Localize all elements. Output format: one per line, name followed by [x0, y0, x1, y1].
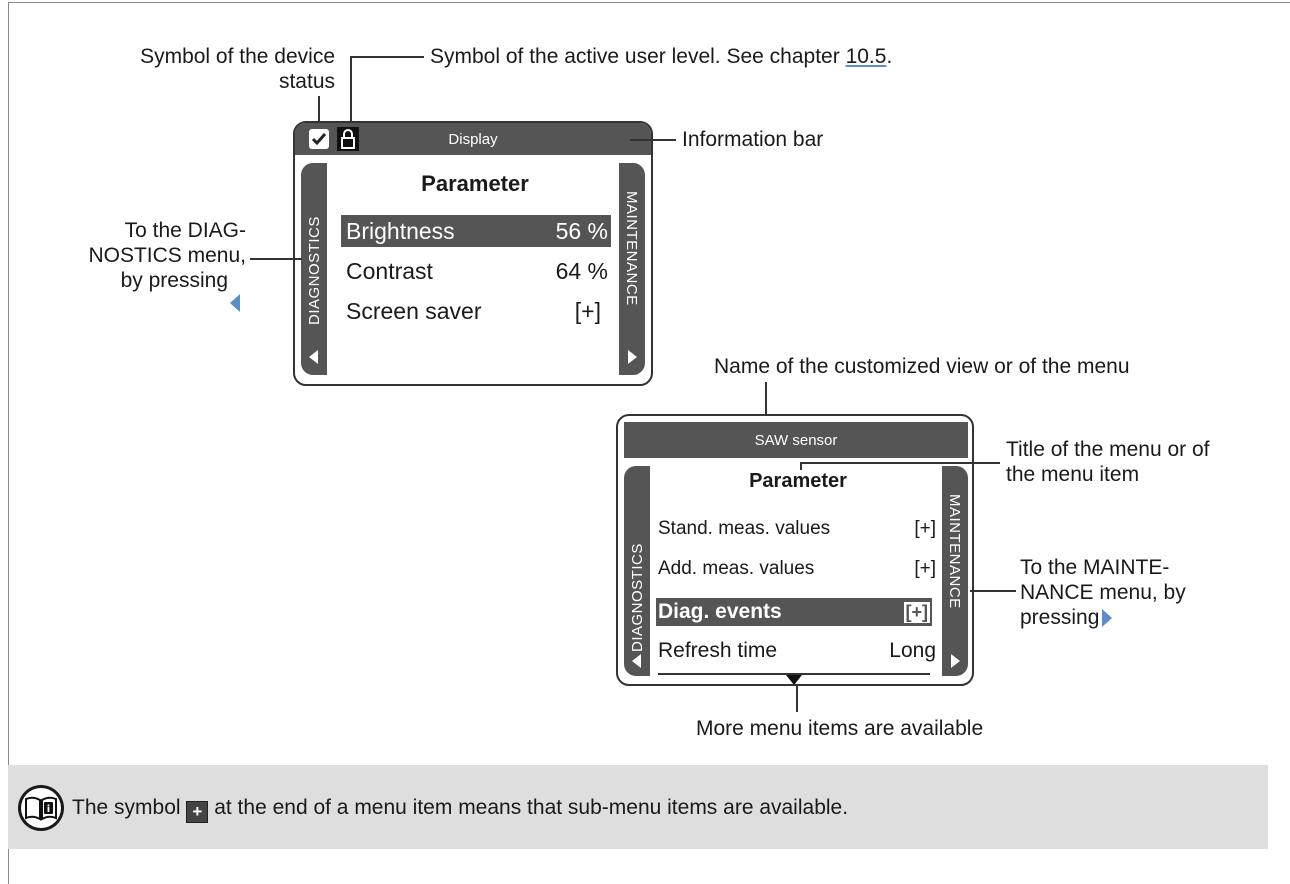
menu-item-label: Add. meas. values [658, 558, 815, 579]
left-arrow-icon [309, 350, 318, 364]
menu-item-refresh-time[interactable]: Refresh time Long [656, 636, 938, 666]
annotation-user-level-suffix: . [886, 45, 893, 68]
annotation-diagnostics-line2-wrap: NOSTICS menu, [40, 243, 246, 268]
annotation-device-status: Symbol of the device status [50, 44, 335, 94]
menu-item-contrast[interactable]: Contrast 64 % [341, 255, 611, 287]
scroll-divider [658, 673, 930, 675]
menu-item-label: Screen saver [346, 297, 482, 324]
annotation-maintenance-line1: To the MAINTE- [1020, 556, 1170, 579]
information-bar-2: SAW sensor [624, 422, 968, 458]
left-accent-arrow-icon [230, 294, 240, 312]
annotation-information-bar: Information bar [682, 128, 824, 151]
maintenance-tab-2[interactable]: MAINTENANCE [942, 466, 968, 676]
menu-item-value: [+] [903, 601, 930, 623]
device-status-icon [309, 129, 329, 149]
annotation-diagnostics-line2: NOSTICS menu, [88, 244, 246, 267]
information-bar-2-title: SAW sensor [754, 431, 838, 449]
annotation-user-level-text: Symbol of the active user level. See cha… [430, 45, 846, 68]
leader-user-level-v [350, 56, 352, 122]
annotation-title-menu: Title of the menu or of the menu item [1006, 437, 1210, 487]
maintenance-tab[interactable]: MAINTENANCE [619, 163, 645, 375]
menu-item-value: [+] [574, 297, 601, 324]
annotation-maintenance-line3: pressing [1020, 606, 1100, 629]
leader-device-status [318, 96, 320, 122]
annotation-user-level: Symbol of the active user level. See cha… [430, 44, 892, 69]
annotation-diagnostics-line3-wrap: by pressing [40, 268, 246, 293]
menu-item-brightness[interactable]: Brightness 56 % [341, 215, 611, 247]
menu-title-2: Parameter [749, 470, 847, 492]
plus-box-icon: + [186, 801, 209, 823]
user-level-icon [337, 127, 359, 151]
page-frame [8, 2, 1290, 884]
menu-item-screen-saver[interactable]: Screen saver [+] [341, 295, 611, 327]
svg-text:i: i [47, 804, 50, 815]
annotation-title-menu-line2: the menu item [1006, 463, 1140, 486]
leader-information-bar [630, 139, 676, 141]
leader-title-menu-v [800, 462, 802, 470]
maintenance-tab-2-label: MAINTENANCE [946, 494, 963, 609]
diagnostics-tab-label: DIAGNOSTICS [306, 216, 323, 325]
leader-maintenance [970, 590, 1016, 592]
leader-user-level-h [350, 56, 424, 58]
annotation-maintenance: To the MAINTE- NANCE menu, by pressing [1020, 555, 1186, 630]
menu-item-add-meas-values[interactable]: Add. meas. values [+] [656, 554, 938, 584]
info-note [8, 765, 1268, 849]
menu-item-value: 56 % [555, 217, 608, 244]
annotation-diagnostics-line3: by pressing [120, 269, 228, 292]
note-text-before: The symbol [72, 796, 187, 819]
annotation-device-status-line1: Symbol of the device [140, 45, 335, 68]
menu-item-value: 64 % [555, 257, 608, 284]
menu-item-label: Stand. meas. values [658, 518, 831, 539]
annotation-device-status-line2: status [278, 70, 335, 93]
menu-item-label: Refresh time [658, 639, 778, 662]
annotation-maintenance-line2: NANCE menu, by [1020, 581, 1186, 604]
annotation-name-of-view: Name of the customized view or of the me… [714, 355, 1130, 378]
diagnostics-tab[interactable]: DIAGNOSTICS [301, 163, 327, 375]
annotation-diagnostics: To the DIAG- NOSTICS menu, by pressing [40, 218, 246, 293]
information-bar-title: Display [448, 130, 498, 148]
note-text: The symbol + at the end of a menu item m… [72, 795, 848, 823]
note-text-after: at the end of a menu item means that sub… [208, 796, 849, 819]
right-arrow-icon [628, 350, 637, 364]
menu-item-label: Diag. events [658, 600, 782, 623]
menu-item-value: [+] [914, 518, 936, 539]
menu-item-label: Contrast [346, 257, 433, 284]
diagnostics-tab-2[interactable]: DIAGNOSTICS [624, 466, 650, 676]
menu-item-label: Brightness [346, 217, 455, 244]
plus-box-symbol: + [192, 802, 203, 821]
menu-item-diag-events[interactable]: Diag. events [+] [656, 598, 932, 626]
leader-title-menu-h [800, 462, 1000, 464]
leader-diagnostics [250, 258, 302, 260]
right-accent-arrow-icon [1102, 609, 1112, 627]
more-items-arrow-icon [786, 675, 802, 685]
annotation-maintenance-line3-wrap: pressing [1020, 605, 1186, 630]
chapter-link[interactable]: 10.5 [845, 45, 887, 68]
annotation-more-items: More menu items are available [696, 717, 984, 740]
display-screen-2: SAW sensor DIAGNOSTICS MAINTENANCE Param… [616, 414, 974, 686]
menu-title: Parameter [421, 171, 529, 196]
menu-item-stand-meas-values[interactable]: Stand. meas. values [+] [656, 514, 938, 544]
menu-item-value: Long [889, 639, 936, 662]
left-arrow-icon-2 [632, 654, 641, 668]
leader-name-of-view [765, 382, 767, 430]
menu-item-value: [+] [914, 558, 936, 579]
diagnostics-tab-2-label: DIAGNOSTICS [629, 543, 646, 652]
right-arrow-icon-2 [951, 654, 960, 668]
book-info-icon: i [18, 785, 64, 831]
maintenance-tab-label: MAINTENANCE [623, 191, 640, 306]
annotation-title-menu-line1: Title of the menu or of [1006, 438, 1210, 461]
annotation-diagnostics-line1: To the DIAG- [124, 219, 246, 242]
leader-more-items [796, 686, 798, 712]
display-screen-1: Display DIAGNOSTICS MAINTENANCE Paramete… [293, 121, 653, 386]
